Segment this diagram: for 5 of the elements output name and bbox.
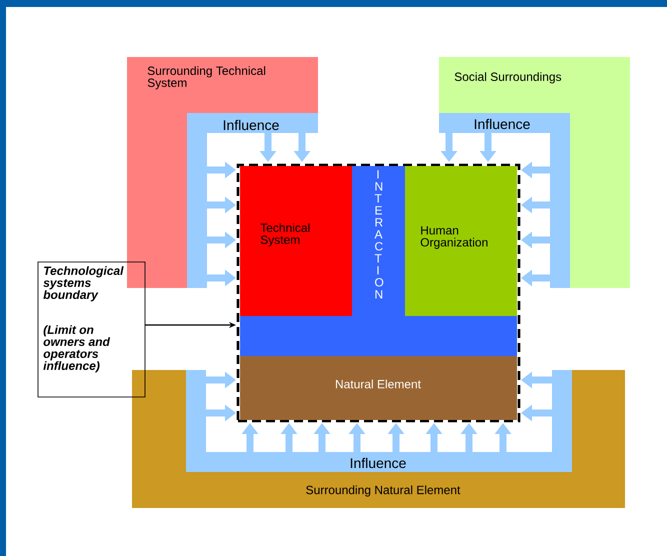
boundary-box [236,164,520,422]
natural-element-box: Natural Element [240,356,517,420]
technical-system-box: Technical System [240,166,352,316]
callout-box: Technological systems boundary (Limit on owners and operators influence) [38,262,146,398]
organization-box: Human Organization [405,166,517,316]
